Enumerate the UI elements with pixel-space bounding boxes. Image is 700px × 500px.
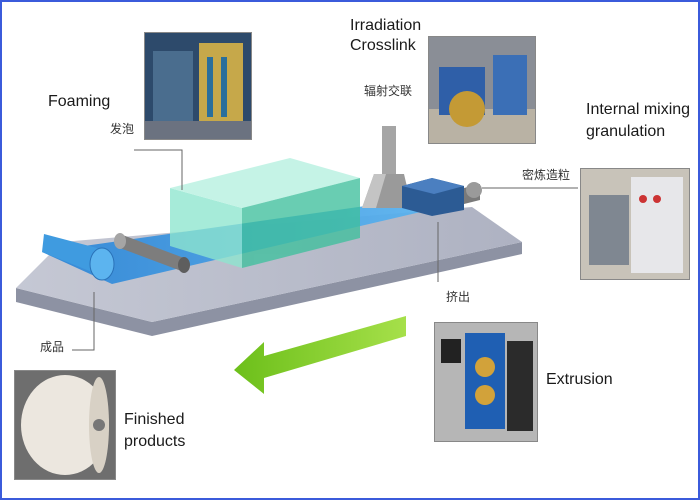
finished-photo (14, 370, 116, 480)
mixer-image (581, 169, 689, 279)
finished-roll-illustration (42, 234, 115, 281)
finished-label-zh: 成品 (40, 340, 65, 354)
mixing-block (402, 178, 482, 216)
finished-label-line2: products (124, 433, 186, 450)
platform-top (16, 207, 522, 322)
mixing-label-zh: 密炼造粒 (522, 168, 571, 182)
irradiation-label-line2: Crosslink (350, 37, 416, 54)
mixing-label-line1: Internal mixing (586, 101, 691, 118)
extrusion-label: Extrusion (546, 371, 613, 388)
extrusion-photo (434, 322, 538, 442)
machine-image (429, 37, 535, 143)
foaming-label: Foaming (48, 93, 111, 110)
foam-roll-image (15, 371, 115, 479)
mixing-label-line2: granulation (586, 123, 666, 140)
irradiation-label-zh: 辐射交联 (364, 84, 413, 98)
extruder-image (435, 323, 537, 441)
factory-image (145, 33, 251, 139)
irradiation-hopper (362, 126, 412, 208)
foaming-label-zh: 发泡 (110, 122, 135, 136)
callout-lines (72, 149, 578, 351)
finished-label-line1: Finished (124, 411, 185, 428)
mixing-photo (580, 168, 690, 280)
foaming-box (170, 158, 360, 268)
irradiation-photo (428, 36, 536, 144)
foaming-photo (144, 32, 252, 140)
left-arrow-icon (234, 316, 406, 394)
irradiation-label-line1: Irradiation (350, 17, 422, 34)
grey-roller (114, 233, 190, 273)
extrusion-label-zh: 挤出 (446, 290, 471, 304)
